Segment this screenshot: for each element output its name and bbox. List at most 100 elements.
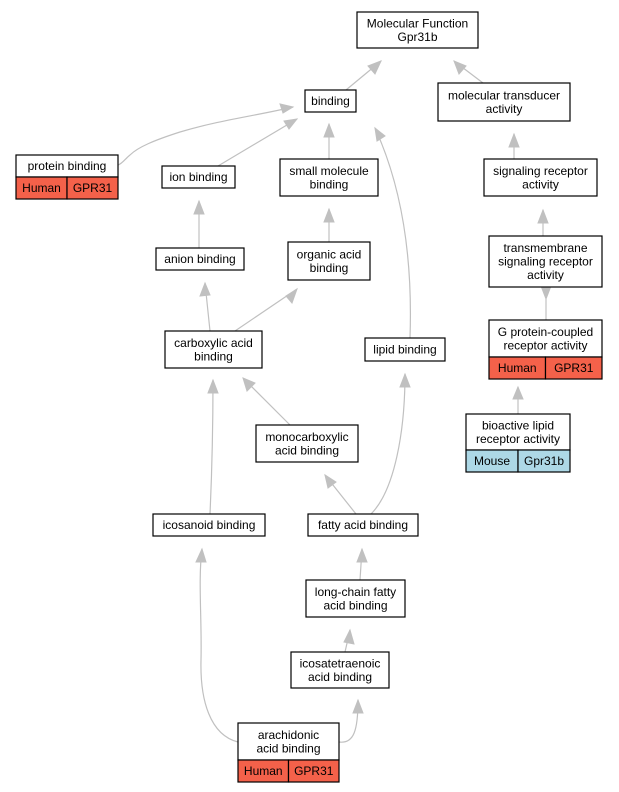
arrowhead [195,547,207,563]
edge-line [370,373,406,515]
go-term-node-binding[interactable]: binding [304,89,357,113]
node-label-line: acid binding [256,741,320,755]
go-term-node-ion-binding[interactable]: ion binding [161,165,236,189]
edge-bioactive_lipid_receptor_activity-to-g_protein_coupled_receptor_activity [512,385,524,414]
go-term-node-fatty-acid-binding[interactable]: fatty acid binding [307,513,419,537]
node-label-line: monocarboxylic [265,430,348,444]
arrowhead [207,378,219,394]
edge-arachidonic_acid_binding-to-icosatetraenoic_acid_binding [338,698,364,743]
edges-layer [117,60,552,743]
arrowhead [508,132,520,148]
go-term-node-icosanoid-binding[interactable]: icosanoid binding [152,513,266,537]
node-label-line: small molecule [289,164,369,178]
node-box [155,247,245,271]
edge-small_molecule_binding-to-binding [323,122,335,159]
arrowhead [352,698,364,714]
edge-monocarboxylic_acid_binding-to-carboxylic_acid_binding [242,377,291,426]
arrowhead [324,473,337,489]
arrowhead [537,208,549,224]
gene-label: Gpr31b [524,454,564,468]
node-label-line: binding [310,261,349,275]
node-box [304,89,357,113]
node-label-line: Gpr31b [397,30,437,44]
node-label-line: binding [311,94,350,108]
arrowhead [279,103,295,114]
node-box [483,158,598,197]
go-term-node-anion-binding[interactable]: anion binding [155,247,245,271]
node-box [237,722,340,761]
edge-line [209,379,214,515]
node-box [279,158,379,197]
edge-line [117,106,294,166]
node-label-line: acid binding [275,443,339,457]
edge-icosanoid_binding-to-carboxylic_acid_binding [207,378,219,515]
node-label-line: carboxylic acid [174,336,253,350]
gene-label: GPR31 [73,181,113,195]
node-label-line: signaling receptor [493,164,588,178]
node-label-line: transmembrane [503,241,587,255]
node-label-line: lipid binding [373,343,436,357]
node-box [356,11,479,49]
edge-signaling_receptor_activity-to-molecular_transducer_activity [508,132,520,159]
arrowhead [356,547,368,563]
arrowhead [323,207,335,223]
arrowhead [193,199,205,215]
edge-line [199,548,239,743]
edge-line [374,127,412,339]
edge-long_chain_fatty_acid_binding-to-fatty_acid_binding [356,547,368,581]
node-label-line: acid binding [308,670,372,684]
edge-carboxylic_acid_binding-to-anion_binding [199,281,211,332]
node-box [290,651,390,689]
edge-protein_binding-to-binding [117,103,295,166]
gene-cell [544,356,603,380]
node-box [305,579,406,618]
node-label-line: bioactive lipid [482,418,554,432]
node-label-line: G protein-coupled [498,325,593,339]
edge-arachidonic_acid_binding-to-icosanoid_binding [195,547,239,743]
edge-anion_binding-to-ion_binding [193,199,205,248]
edge-line [217,118,298,167]
node-box [164,330,263,369]
node-label-line: protein binding [28,159,107,173]
node-label-line: icosatetraenoic [300,656,381,670]
edge-transmembrane_signaling_receptor_activity-to-signaling_receptor_activity [537,208,549,236]
edge-icosatetraenoic_acid_binding-to-long_chain_fatty_acid_binding [343,628,355,653]
node-label-line: anion binding [164,252,235,266]
node-label-line: fatty acid binding [318,518,408,532]
node-label-line: receptor activity [476,432,560,446]
arrowhead [323,122,335,138]
node-box [255,424,359,463]
edge-ion_binding-to-binding [217,118,299,167]
arrowhead [343,628,355,645]
arrowhead [283,118,299,130]
node-label-line: activity [527,268,564,282]
node-label-line: organic acid [297,247,362,261]
edge-fatty_acid_binding-to-lipid_binding [370,372,411,515]
edge-carboxylic_acid_binding-to-organic_acid_binding [234,287,298,332]
edge-molecular_transducer_activity-to-molecular_function [453,60,484,84]
node-label-line: Molecular Function [367,16,468,30]
go-term-node-lipid-binding[interactable]: lipid binding [364,337,446,362]
node-box [152,513,266,537]
arrowhead [540,285,552,301]
node-label-line: molecular transducer [448,88,560,102]
